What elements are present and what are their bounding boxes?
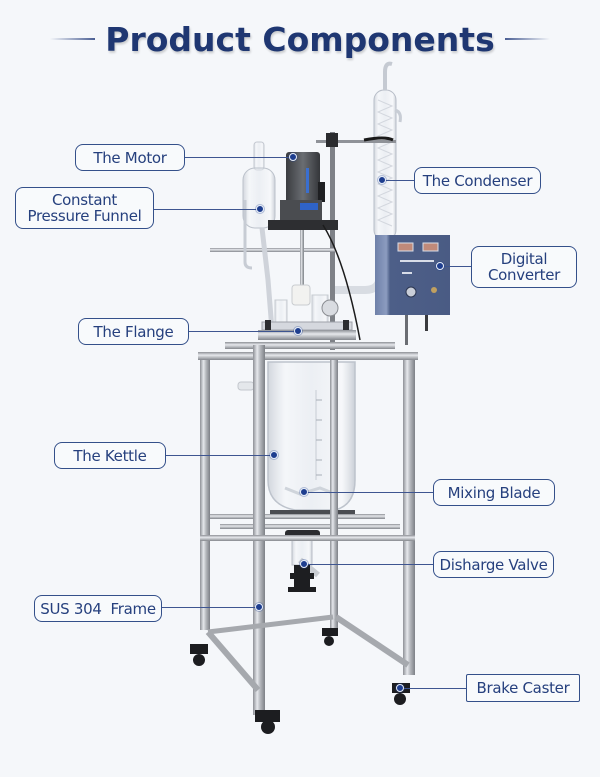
label-constant-pressure-funnel: Constant Pressure Funnel [15,187,154,229]
title-decor-line-right [504,38,550,40]
leader-line-converter [440,266,471,268]
motor-illustration [268,152,361,341]
label-converter-text-line2: Converter [487,266,560,284]
leader-line-mixing-blade [305,492,433,494]
marker-dot-funnel [256,205,264,213]
label-digital-converter: Digital Converter [471,246,577,288]
label-discharge-valve: Disharge Valve [433,551,554,578]
leader-line-flange [189,331,299,333]
marker-dot-brake-caster [396,684,404,692]
leader-line-kettle [166,455,275,457]
label-motor: The Motor [75,144,185,171]
label-frame: SUS 304 Frame [34,595,162,622]
label-motor-text: The Motor [93,148,167,167]
marker-dot-condenser [378,176,386,184]
leader-line-brake-caster [404,688,466,690]
label-condenser: The Condenser [414,167,541,194]
label-converter-text-line1: Digital [500,250,548,268]
leader-line-motor [185,157,293,159]
marker-dot-frame [255,603,263,611]
leader-line-discharge-valve [305,564,433,566]
label-flange-text: The Flange [93,322,174,341]
label-brake-caster-text: Brake Caster [476,679,570,697]
label-condenser-text: The Condenser [422,171,533,190]
marker-dot-motor [289,153,297,161]
label-mixing-blade: Mixing Blade [433,479,555,506]
leader-line-condenser [386,180,414,182]
funnel-illustration [242,141,276,331]
leader-line-frame [162,607,257,609]
label-kettle-text: The Kettle [73,446,147,465]
marker-dot-flange [294,327,302,335]
label-mixing-blade-text: Mixing Blade [447,483,541,502]
page-title: Product Components [105,19,495,59]
label-discharge-valve-text: Disharge Valve [439,555,548,574]
label-funnel-text-line2: Pressure Funnel [27,207,142,225]
marker-dot-mixing-blade [300,488,308,496]
page-header: Product Components [0,14,600,64]
leader-line-funnel [154,209,259,211]
marker-dot-kettle [270,451,278,459]
title-decor-line-left [50,38,96,40]
marker-dot-discharge-valve [300,560,308,568]
label-kettle: The Kettle [54,442,166,469]
digital-converter-illustration [375,235,450,345]
label-flange: The Flange [78,318,189,345]
label-funnel-text-line1: Constant [51,191,118,209]
label-frame-text: SUS 304 Frame [40,599,156,618]
label-brake-caster: Brake Caster [466,674,580,702]
marker-dot-converter [436,262,444,270]
